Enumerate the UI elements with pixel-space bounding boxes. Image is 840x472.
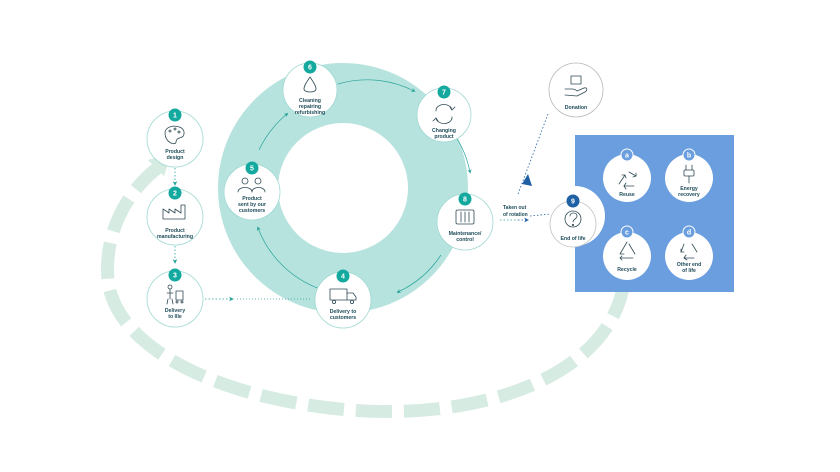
step-4-label-2: customers <box>330 315 356 321</box>
taken-out-label-2: of rotation <box>503 212 528 218</box>
step-4-node: 4 Delivery to customers <box>314 269 372 329</box>
step-6-label-2: repairing <box>299 104 321 110</box>
step-3-badge <box>168 268 182 282</box>
step-1-label-1: Product <box>165 149 185 155</box>
option-d-label-1: Other end <box>677 262 702 268</box>
step-7-label-2: product <box>434 134 454 140</box>
option-a-badge <box>620 148 634 162</box>
donation-label: Donation <box>565 105 587 111</box>
linear-connectors <box>172 168 311 302</box>
cycle-icon <box>432 104 456 124</box>
loop-arrow-5-6 <box>258 112 289 151</box>
recycle-icon <box>619 241 636 261</box>
step-4-label-1: Delivery to <box>330 309 357 315</box>
step-2-node: 2 Product manufacturing <box>146 186 204 246</box>
option-d-letter: d <box>687 230 691 237</box>
hand-box-icon <box>564 75 588 97</box>
palette-icon <box>164 125 185 145</box>
donation-node: Donation <box>548 62 604 118</box>
step-5-number: 5 <box>250 166 254 173</box>
plug-icon <box>683 164 695 184</box>
option-c-badge <box>620 225 634 239</box>
question-icon <box>564 210 582 228</box>
option-b-label-2: recovery <box>678 192 700 198</box>
exit-connectors <box>500 113 551 223</box>
option-c-node: c Recycle <box>603 225 651 280</box>
worker-cart-icon <box>166 284 184 305</box>
step-5-node: 5 Product sent by our customers <box>223 161 281 221</box>
step-6-badge <box>303 60 317 74</box>
option-b-letter: b <box>687 153 691 160</box>
step-5-badge <box>245 161 259 175</box>
step-1-node: 1 Product design <box>146 108 204 168</box>
step-4-number: 4 <box>341 274 345 281</box>
loop-arrow-4-5 <box>256 226 321 290</box>
step-3-node: 3 Delivery to Ille <box>146 268 204 328</box>
step-6-node: 6 Cleaning repairing refurbishing <box>282 60 338 118</box>
option-b-node: b Energy recovery <box>665 148 713 202</box>
truck-icon <box>329 288 357 304</box>
step-7-node: 7 Changing product <box>416 85 472 143</box>
step-8-label-2: control <box>456 237 474 243</box>
step-7-label-1: Changing <box>432 128 456 134</box>
option-d-badge <box>682 225 696 239</box>
option-c-letter: c <box>625 230 629 237</box>
step-1-badge <box>168 108 182 122</box>
step-2-label-2: manufacturing <box>157 234 193 240</box>
loop-arrow-8-4 <box>396 254 442 293</box>
step-8-badge <box>458 192 472 206</box>
option-a-letter: a <box>625 153 629 160</box>
step-4-badge <box>336 269 350 283</box>
taken-out-label-1: Taken out <box>503 205 527 211</box>
step-6-label-3: refurbishing <box>295 110 325 116</box>
step-7-badge <box>437 85 451 99</box>
step-2-label-1: Product <box>165 228 185 234</box>
panel-icon <box>455 209 475 225</box>
option-a-node: a Reuse <box>603 148 651 202</box>
end-of-life-panel <box>575 135 734 292</box>
option-d-label-2: of life <box>682 268 696 274</box>
end-of-life-number: 9 <box>571 199 575 206</box>
option-d-node: d Other end of life <box>665 225 713 280</box>
option-c-label-1: Recycle <box>617 267 637 273</box>
step-8-label-1: Maintenance/ <box>449 231 482 237</box>
option-a-label-1: Reuse <box>619 192 635 198</box>
drop-icon <box>303 76 317 93</box>
step-3-number: 3 <box>173 273 177 280</box>
step-1-label-2: design <box>167 155 184 161</box>
step-5-label-1: Product <box>242 196 262 202</box>
step-3-label-2: to Ille <box>168 314 182 320</box>
end-of-life-node: 9 End of life <box>549 194 597 248</box>
step-5-label-2: sent by our <box>238 202 266 208</box>
option-b-label-1: Energy <box>680 186 698 192</box>
recycle-alt-icon <box>680 243 698 261</box>
factory-icon <box>162 204 186 220</box>
option-b-badge <box>682 148 696 162</box>
step-2-number: 2 <box>173 191 177 198</box>
end-of-life-badge <box>566 194 580 208</box>
reuse-arrows-icon <box>618 171 637 190</box>
step-3-label-1: Delivery <box>165 308 185 314</box>
step-6-label-1: Cleaning <box>299 98 321 104</box>
loop-arrow-6-7 <box>337 79 416 92</box>
step-8-number: 8 <box>463 197 467 204</box>
step-6-number: 6 <box>308 65 312 72</box>
step-1-number: 1 <box>173 113 177 120</box>
end-of-life-label: End of life <box>560 236 585 242</box>
step-5-label-3: customers <box>239 208 265 214</box>
step-7-number: 7 <box>442 90 446 97</box>
step-8-node: 8 Maintenance/ control <box>436 192 494 251</box>
people-icon <box>237 177 266 193</box>
step-2-badge <box>168 186 182 200</box>
